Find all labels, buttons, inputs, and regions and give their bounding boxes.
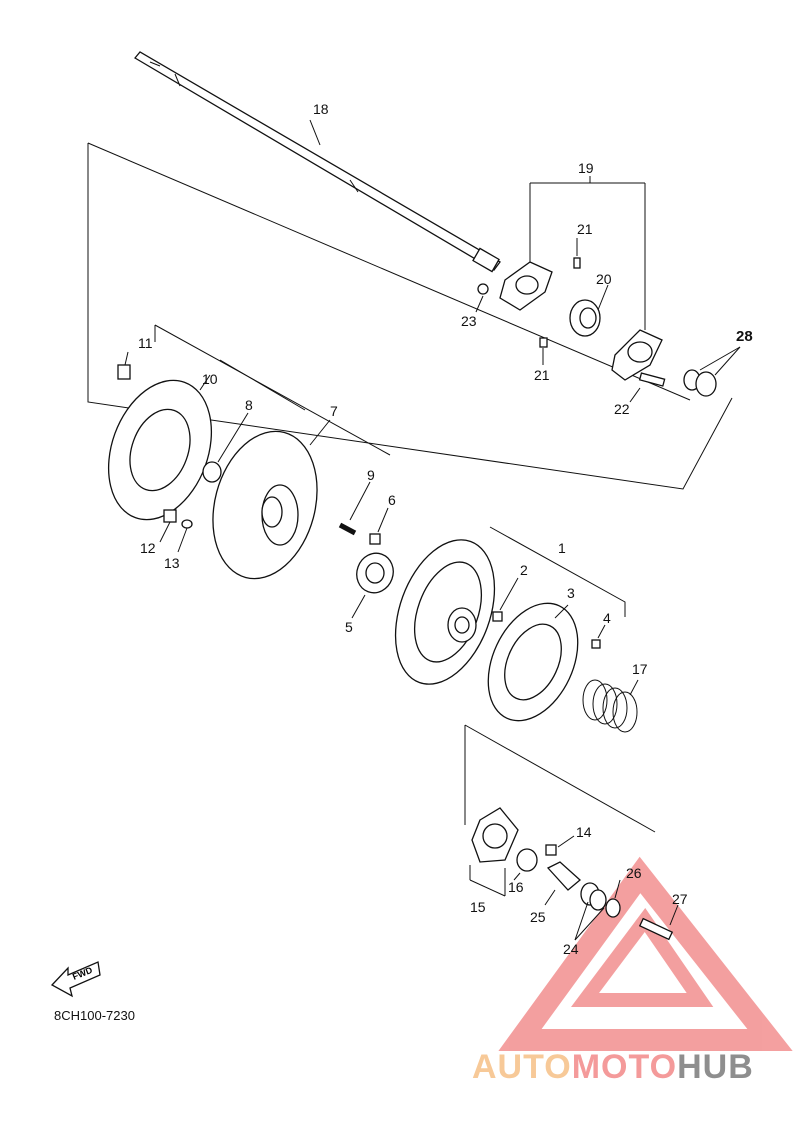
callout-14: 14	[576, 824, 592, 840]
watermark-brand: AUTOMOTOHUB	[472, 1048, 754, 1087]
watermark-logo	[498, 856, 793, 1051]
bushing-16	[516, 848, 538, 872]
callout-3: 3	[567, 585, 575, 601]
brand-part-hub: HUB	[677, 1048, 754, 1086]
callout-10: 10	[202, 371, 218, 387]
callout-17: 17	[632, 661, 648, 677]
cam-15	[471, 807, 519, 863]
callout-18: 18	[313, 101, 329, 117]
callout-21-lower: 21	[534, 367, 550, 383]
diagram-code: 8CH100-7230	[54, 1008, 135, 1023]
set-screw-upper	[573, 257, 581, 269]
pin-9	[338, 522, 357, 536]
screw-6	[369, 533, 381, 545]
bolt-22	[638, 372, 666, 387]
callout-22: 22	[614, 401, 630, 417]
callout-25: 25	[530, 909, 546, 925]
callout-4: 4	[603, 610, 611, 626]
brand-part-auto: AUTO	[472, 1048, 572, 1086]
nut-14	[545, 844, 557, 856]
screw-4	[591, 639, 601, 649]
set-screw-lower	[539, 337, 548, 348]
callout-26: 26	[626, 865, 642, 881]
group-brackets	[87, 142, 733, 897]
callout-labels: 1 2 3 4 5 6 7 8 9 10 11 12 13 14 15 16 1…	[138, 101, 753, 957]
collar-25	[544, 861, 581, 906]
plate-10	[107, 374, 213, 521]
driven-shaft	[134, 51, 501, 273]
callout-6: 6	[388, 492, 396, 508]
bearing-housing-right	[611, 329, 663, 381]
callout-8: 8	[245, 397, 253, 413]
callout-1: 1	[558, 540, 566, 556]
spring-17	[582, 679, 639, 733]
bushing-8	[202, 461, 222, 483]
callout-12: 12	[140, 540, 156, 556]
callout-7: 7	[330, 403, 338, 419]
plate-3	[487, 602, 579, 722]
callout-2: 2	[520, 562, 528, 578]
nut-23	[477, 283, 489, 295]
callout-28: 28	[736, 328, 753, 345]
bearing-housing-left	[499, 261, 553, 311]
bolt-27	[638, 917, 674, 941]
callout-9: 9	[367, 467, 375, 483]
collar-28	[683, 346, 741, 397]
callout-16: 16	[508, 879, 524, 895]
fwd-arrow-icon: FWD	[50, 961, 101, 998]
fixed-sheave	[212, 419, 331, 580]
callout-19: 19	[578, 160, 594, 176]
callout-24: 24	[563, 941, 579, 957]
washer-13	[181, 519, 193, 529]
callout-11: 11	[138, 335, 153, 351]
callout-21-upper: 21	[577, 221, 593, 237]
callout-20: 20	[596, 271, 612, 287]
washer-26	[605, 898, 621, 918]
washer-24b	[589, 889, 607, 911]
bolt-12	[163, 509, 177, 523]
callout-27: 27	[672, 891, 688, 907]
gasket-5	[351, 552, 394, 619]
callout-5: 5	[345, 619, 353, 635]
bolt-2	[492, 611, 503, 622]
movable-sheave	[394, 539, 496, 685]
callout-15: 15	[470, 899, 486, 915]
brand-part-moto: MOTO	[571, 1048, 678, 1086]
callout-13: 13	[164, 555, 180, 571]
callout-23: 23	[461, 313, 477, 329]
bolt-11	[117, 364, 131, 380]
bearing	[569, 284, 609, 337]
